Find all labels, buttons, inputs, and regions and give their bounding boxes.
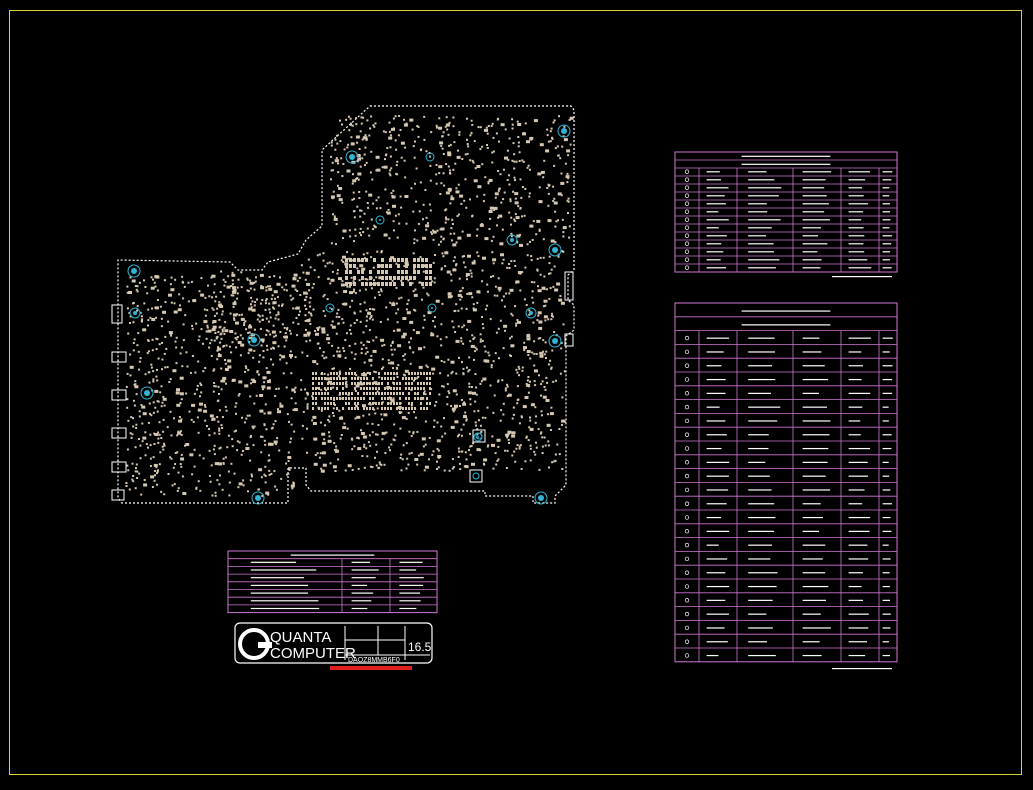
quanta-logo-icon [238,628,272,660]
drawing-number: DAOZ8MMB6F0 [348,657,400,664]
mount-hole-icon [534,491,548,505]
fiducial-icon [469,429,486,483]
mount-hole-icon [375,215,385,225]
revision-label: 16.5 [408,640,432,654]
board-outline [117,105,575,504]
mount-hole-icon [140,386,154,400]
mount-hole-icon [525,307,537,319]
mount-hole-icon [548,243,562,257]
mount-hole-icon [548,334,562,348]
edge-connectors [111,271,574,501]
mount-hole-icon [129,307,141,319]
revision-table [674,151,898,278]
mount-hole-icon [557,124,571,138]
mount-hole-icon [247,333,261,347]
mount-hole-icon [345,150,359,164]
mount-hole-icon [325,303,335,313]
company-name-line2: COMPUTER [270,645,356,662]
mount-hole-icon [425,152,435,162]
mount-hole-icon [506,234,518,246]
company-name-line1: QUANTA [270,629,331,646]
symbol-legend-table [674,302,898,670]
mount-hole-icon [427,303,437,313]
mount-hole-icon [251,491,265,505]
mount-hole-icon [127,264,141,278]
notes-table [227,550,438,614]
mount-holes [127,124,571,505]
highlight-bar [330,666,412,670]
drawing-frame [9,10,1022,775]
title-block: QUANTA COMPUTER 16.5 DAOZ8MMB6F0 [234,622,433,670]
component-footprints [125,115,574,497]
